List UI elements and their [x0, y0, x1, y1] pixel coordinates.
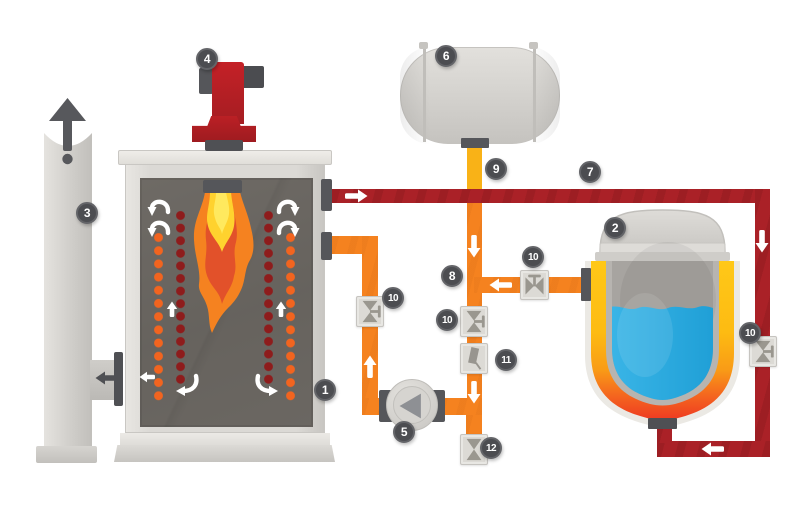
- drain-stub-pipe: [466, 415, 482, 435]
- gate-valve-icon: [466, 310, 485, 333]
- badge-expansion-pipe: 9: [485, 158, 507, 180]
- badge-valve-return-mid: 10: [436, 309, 458, 331]
- boiler-supply-connector: [321, 179, 332, 211]
- badge-supply-pipe: 7: [579, 161, 601, 183]
- badge-boiler: 1: [314, 379, 336, 401]
- supply-pipe-7-downcomer: [755, 189, 770, 457]
- gate-valve-return-left: [356, 296, 384, 327]
- drain-valve-icon: [466, 438, 482, 461]
- burner-base: [192, 116, 256, 142]
- badge-chimney: 3: [76, 202, 98, 224]
- boiler-lid: [118, 150, 332, 165]
- supply-pipe-7-horizontal: [332, 189, 770, 203]
- badge-expansion-tank: 6: [435, 45, 457, 67]
- burner-coupling: [205, 140, 243, 151]
- check-valve: [460, 343, 488, 374]
- expansion-tank-seam: [533, 49, 536, 142]
- flue-duct: [90, 360, 117, 400]
- badge-return-pipe: 8: [441, 265, 463, 287]
- gate-valve-icon: [362, 300, 381, 323]
- badge-storage-tank: 2: [604, 217, 626, 239]
- badge-valve-tank-outlet: 10: [522, 246, 544, 268]
- flue-duct-connector: [114, 352, 123, 406]
- gate-valve-icon: [755, 340, 774, 363]
- tube-bank-left-outer: [154, 233, 163, 402]
- badge-burner: 4: [196, 48, 218, 70]
- tube-bank-left-inner: [176, 211, 185, 385]
- tube-bank-right-inner: [264, 211, 273, 385]
- tank-bottom-connector: [648, 418, 677, 429]
- gate-valve-return-mid: [460, 306, 488, 337]
- burner-body: [212, 62, 244, 124]
- flame-core-light: [213, 192, 230, 234]
- burner-side-block: [199, 68, 213, 94]
- storage-tank: [585, 209, 740, 427]
- boiler-plinth: [114, 445, 335, 462]
- gate-valve-icon: [525, 274, 544, 295]
- badge-pump: 5: [393, 421, 415, 443]
- expansion-tank-fitting: [419, 42, 428, 49]
- burner-nozzle: [203, 180, 242, 193]
- chimney-base: [36, 446, 97, 463]
- flame-icon: [193, 192, 254, 333]
- boiler-return-connector: [321, 232, 332, 260]
- tank-collar-band: [595, 252, 730, 261]
- expansion-pipe-9: [467, 145, 482, 203]
- chimney-body: [44, 133, 92, 452]
- tank-outlet-connector: [581, 268, 591, 301]
- boiler-plinth-top: [120, 433, 330, 446]
- supply-pipe-7-bottom-run: [657, 441, 770, 457]
- gate-valve-tank-outlet: [520, 270, 549, 300]
- expansion-tank-connector: [461, 138, 489, 148]
- tank-water-sheen: [617, 293, 673, 377]
- badge-valve-return-left: 10: [382, 287, 404, 309]
- tank-water: [612, 306, 713, 400]
- expansion-tank-seam: [423, 49, 426, 142]
- return-pipe-8-vertical: [467, 200, 482, 410]
- badge-drain-valve: 12: [480, 437, 502, 459]
- check-valve-icon: [468, 347, 482, 370]
- badge-valve-supply-right: 10: [739, 322, 761, 344]
- expansion-tank-fitting: [529, 42, 538, 49]
- badge-check-valve: 11: [495, 349, 517, 371]
- tube-bank-right-outer: [286, 233, 295, 402]
